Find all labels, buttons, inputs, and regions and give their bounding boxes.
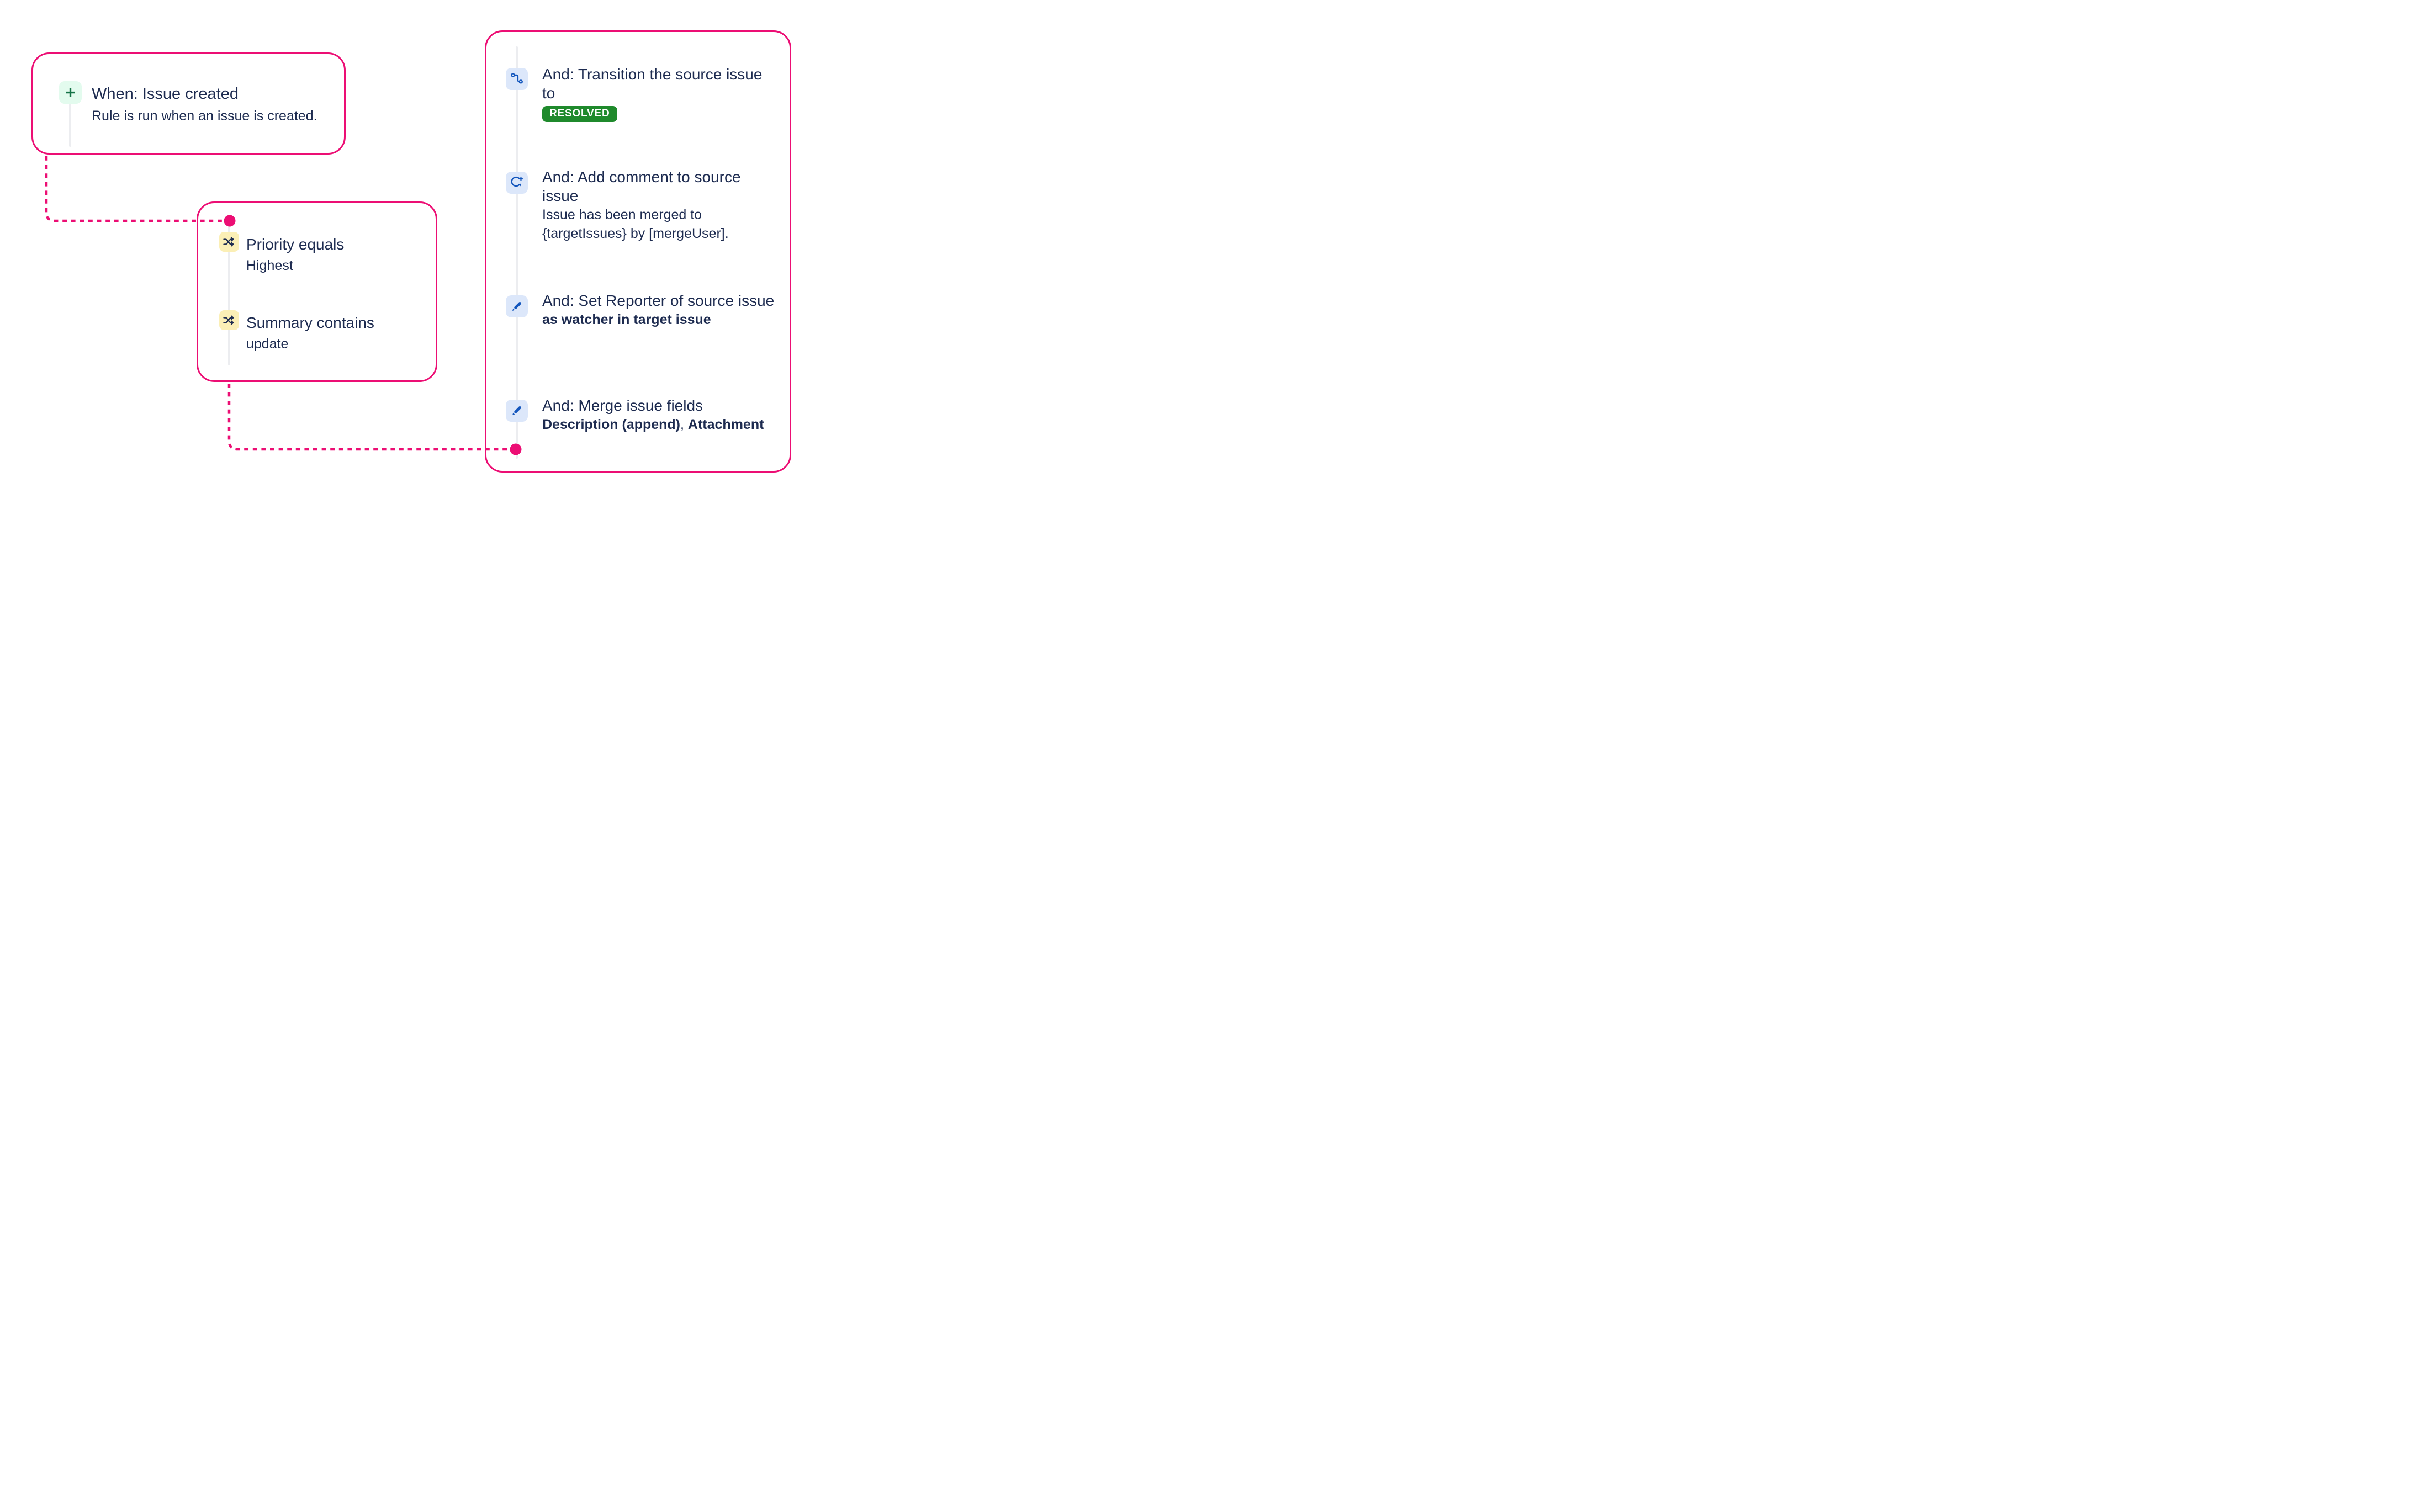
comment-add-icon-glyph bbox=[511, 176, 523, 187]
status-badge: RESOLVED bbox=[542, 106, 617, 122]
action-title: And: Add comment to source issue bbox=[542, 168, 741, 204]
pencil-icon bbox=[506, 295, 528, 317]
action-field-separator: , bbox=[680, 417, 688, 432]
actions-timeline bbox=[516, 46, 518, 459]
comment-add-icon bbox=[506, 172, 528, 194]
condition-title: Priority equals bbox=[246, 236, 345, 253]
action-field-1: Description (append) bbox=[542, 417, 681, 432]
action-item[interactable]: And: Add comment to source issue Issue h… bbox=[542, 168, 776, 243]
condition-title: Summary contains bbox=[246, 314, 374, 331]
action-emphasis: as watcher in target issue bbox=[542, 312, 711, 327]
pencil-icon-glyph bbox=[512, 406, 522, 415]
condition-value: update bbox=[246, 336, 289, 352]
plus-icon bbox=[59, 81, 82, 104]
action-description: Issue has been merged to {targetIssues} … bbox=[542, 207, 729, 241]
conditions-timeline bbox=[227, 221, 230, 365]
trigger-description: Rule is run when an issue is created. bbox=[92, 108, 317, 124]
transition-icon bbox=[506, 68, 528, 90]
shuffle-icon bbox=[219, 232, 239, 252]
shuffle-icon bbox=[219, 310, 239, 330]
trigger-card[interactable]: When: Issue created Rule is run when an … bbox=[31, 52, 346, 155]
connector-conditions-to-actions bbox=[227, 384, 510, 451]
connector-trigger-to-conditions bbox=[45, 156, 224, 222]
plus-icon-glyph bbox=[66, 88, 75, 97]
shuffle-icon-glyph bbox=[223, 237, 234, 247]
action-item[interactable]: And: Transition the source issue to RESO… bbox=[542, 65, 776, 122]
pencil-icon-glyph bbox=[512, 301, 522, 311]
action-item[interactable]: And: Merge issue fields Description (app… bbox=[542, 396, 776, 434]
action-title: And: Set Reporter of source issue bbox=[542, 292, 775, 309]
conditions-card[interactable]: Priority equals Highest Summary contains… bbox=[197, 201, 437, 382]
condition-value: Highest bbox=[246, 258, 293, 273]
transition-icon-glyph bbox=[511, 73, 523, 84]
pencil-icon bbox=[506, 400, 528, 422]
automation-rule-diagram: When: Issue created Rule is run when an … bbox=[0, 0, 812, 504]
shuffle-icon-glyph bbox=[223, 315, 234, 325]
action-field-2: Attachment bbox=[687, 417, 764, 432]
trigger-timeline bbox=[69, 104, 71, 147]
action-title: And: Transition the source issue to bbox=[542, 66, 763, 102]
trigger-title: When: Issue created bbox=[92, 85, 239, 103]
action-title: And: Merge issue fields bbox=[542, 397, 703, 414]
action-item[interactable]: And: Set Reporter of source issue as wat… bbox=[542, 291, 776, 329]
actions-card[interactable]: And: Transition the source issue to RESO… bbox=[485, 30, 791, 473]
